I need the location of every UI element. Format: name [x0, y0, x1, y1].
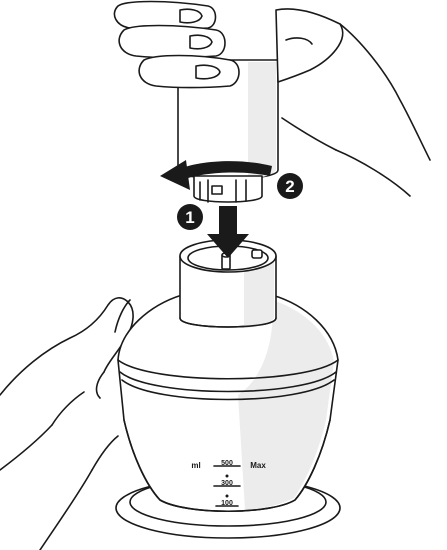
gripping-fingers: [114, 2, 342, 88]
scale-mark-500: 500: [221, 460, 233, 467]
step-2-badge: 2: [277, 173, 303, 199]
scale-unit-label: ml: [191, 461, 200, 470]
step-1-badge: 1: [177, 204, 203, 230]
scale-tick-dot: [226, 475, 229, 478]
scale-mark-100: 100: [221, 500, 233, 507]
step-2-number: 2: [285, 177, 294, 196]
step-1-number: 1: [185, 208, 194, 227]
scale-tick-dot: [226, 495, 229, 498]
scale-max-label: Max: [250, 461, 266, 470]
scale-mark-300: 300: [221, 480, 233, 487]
supporting-hand: [0, 298, 133, 550]
